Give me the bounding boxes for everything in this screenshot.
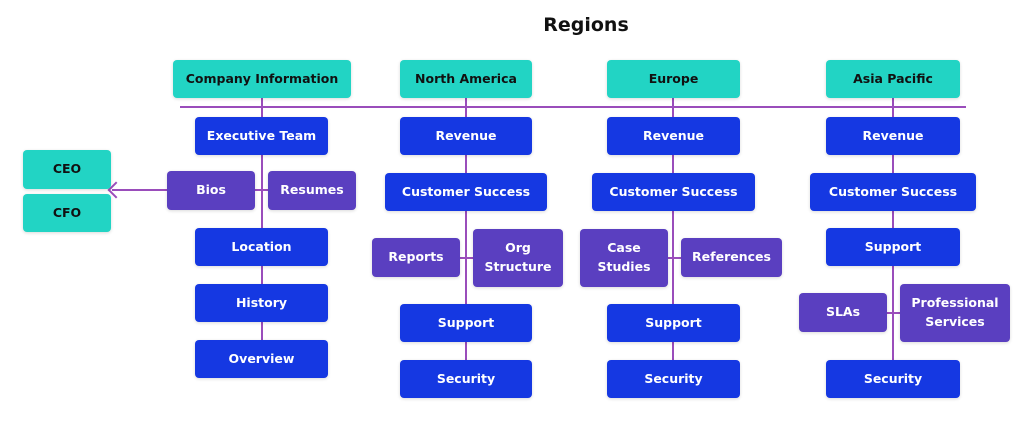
node-na-revenue: Revenue	[400, 117, 532, 155]
node-na-reports: Reports	[372, 238, 460, 277]
diagram-title: Regions	[543, 14, 629, 36]
node-eu-customer-success: Customer Success	[592, 173, 755, 211]
node-eu-case-studies: Case Studies	[580, 229, 668, 287]
node-na-support: Support	[400, 304, 532, 342]
connector-na-sub	[460, 257, 474, 259]
node-ap-support: Support	[826, 228, 960, 266]
node-eu-security: Security	[607, 360, 740, 398]
connector-eu	[672, 98, 674, 360]
node-ap-security: Security	[826, 360, 960, 398]
connector-ap-sub	[887, 312, 901, 314]
node-ap-revenue: Revenue	[826, 117, 960, 155]
header-company-information: Company Information	[173, 60, 351, 98]
node-na-customer-success: Customer Success	[385, 173, 547, 211]
header-asia-pacific: Asia Pacific	[826, 60, 960, 98]
node-overview: Overview	[195, 340, 328, 378]
node-na-security: Security	[400, 360, 532, 398]
header-europe: Europe	[607, 60, 740, 98]
node-eu-revenue: Revenue	[607, 117, 740, 155]
node-eu-references: References	[681, 238, 782, 277]
node-na-org-structure: Org Structure	[473, 229, 563, 287]
node-resumes: Resumes	[268, 171, 356, 210]
node-executive-team: Executive Team	[195, 117, 328, 155]
node-cfo: CFO	[23, 194, 111, 232]
node-history: History	[195, 284, 328, 322]
connector-eu-sub	[668, 257, 682, 259]
node-location: Location	[195, 228, 328, 266]
connector-bios-resumes	[255, 189, 269, 191]
node-ap-customer-success: Customer Success	[810, 173, 976, 211]
node-ceo: CEO	[23, 150, 111, 189]
connector-na	[465, 98, 467, 360]
header-north-america: North America	[400, 60, 532, 98]
node-ap-slas: SLAs	[799, 293, 887, 332]
node-eu-support: Support	[607, 304, 740, 342]
node-bios: Bios	[167, 171, 255, 210]
horizontal-connector	[180, 106, 966, 108]
connector-bios-ceo	[112, 189, 168, 191]
node-ap-professional-services: Professional Services	[900, 284, 1010, 342]
